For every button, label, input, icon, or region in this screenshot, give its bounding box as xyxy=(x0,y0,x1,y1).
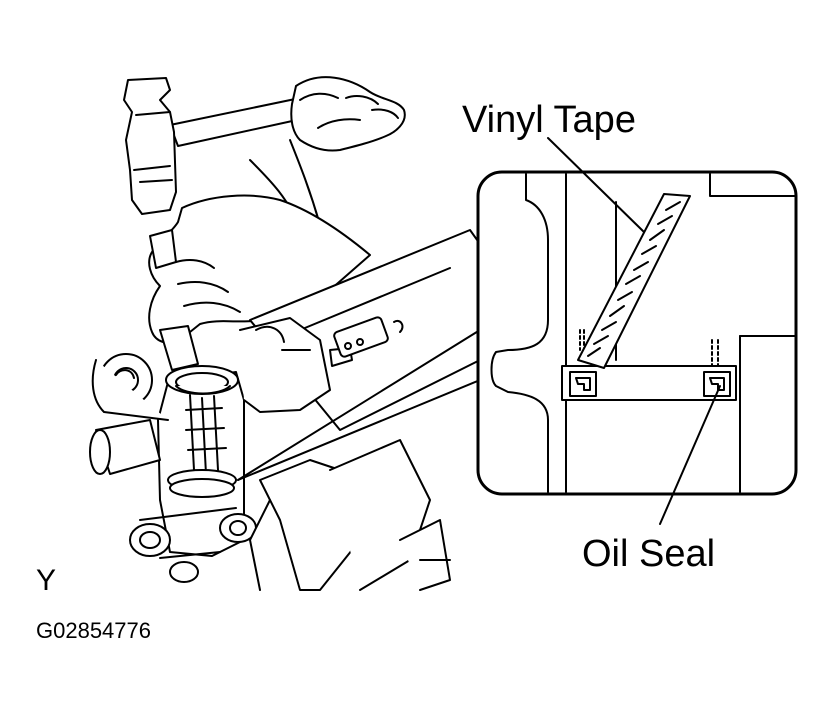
oil-seal-label: Oil Seal xyxy=(582,533,715,575)
detail-inset-box xyxy=(476,170,798,496)
vinyl-tape-label: Vinyl Tape xyxy=(462,99,636,141)
view-letter-label: Y xyxy=(36,564,56,597)
figure-code-label: G02854776 xyxy=(36,618,151,643)
callout-lines xyxy=(237,329,481,481)
leader-lines xyxy=(547,137,721,525)
gear-housing-drawing xyxy=(89,229,521,591)
